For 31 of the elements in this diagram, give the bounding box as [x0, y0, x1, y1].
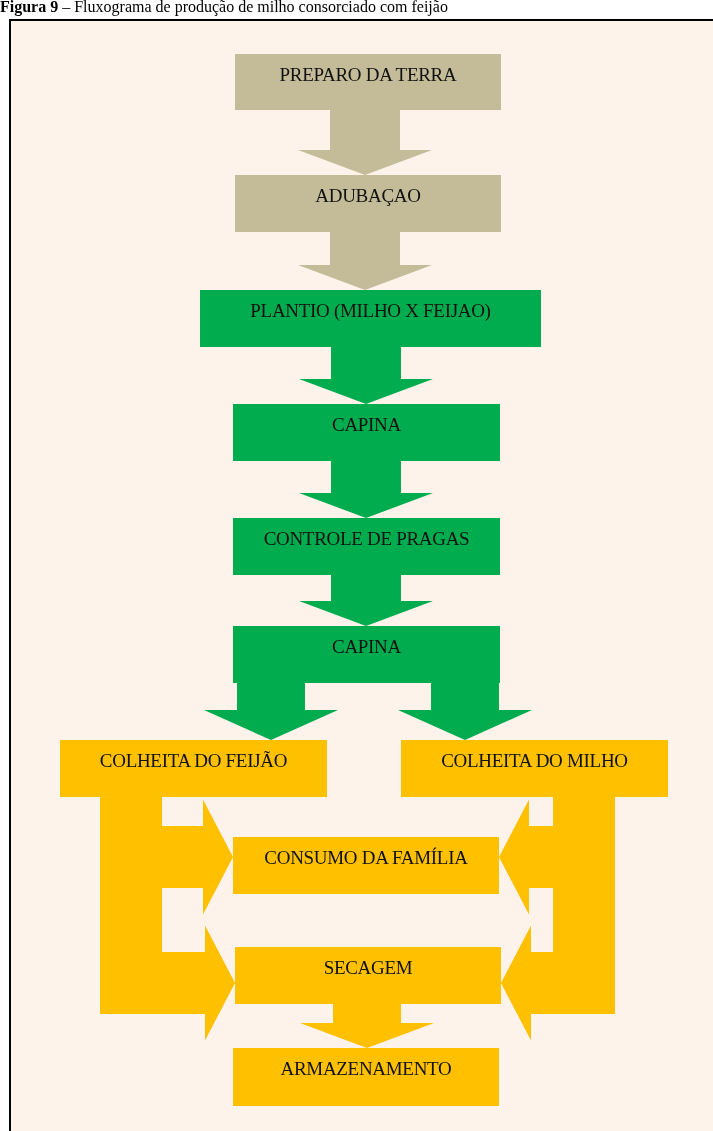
block-arrow [299, 461, 433, 518]
process-box [233, 518, 500, 575]
step-label: CAPINA [332, 414, 401, 436]
process-box [233, 1048, 499, 1106]
process-box [60, 740, 327, 797]
block-arrow [298, 110, 432, 175]
process-box [235, 54, 501, 110]
step-label: ARMAZENAMENTO [280, 1058, 452, 1080]
step-label: CAPINA [332, 636, 401, 658]
step-label: COLHEITA DO MILHO [441, 750, 628, 772]
step-label: COLHEITA DO FEIJÃO [99, 750, 288, 772]
step-label: CONSUMO DA FAMÍLIA [264, 847, 468, 869]
process-box [235, 175, 501, 232]
block-arrow [298, 232, 432, 290]
process-box [233, 626, 500, 683]
block-arrow [398, 683, 532, 740]
process-box [401, 740, 668, 797]
process-box [233, 404, 500, 461]
step-label: SECAGEM [323, 957, 413, 979]
process-box [233, 837, 499, 894]
block-arrow [299, 575, 433, 626]
figure-title: Figura 9 – Fluxograma de produção de milho consorciado com feijão [0, 0, 449, 16]
step-label: ADUBAÇAO [315, 185, 421, 207]
step-label: CONTROLE DE PRAGAS [263, 528, 470, 550]
block-arrow [204, 683, 338, 740]
process-box [235, 947, 501, 1004]
process-box [200, 290, 541, 347]
step-label: PREPARO DA TERRA [279, 64, 457, 86]
block-arrow [299, 347, 433, 404]
step-label: PLANTIO (MILHO X FEIJAO) [250, 300, 491, 322]
block-arrow [300, 1004, 434, 1048]
